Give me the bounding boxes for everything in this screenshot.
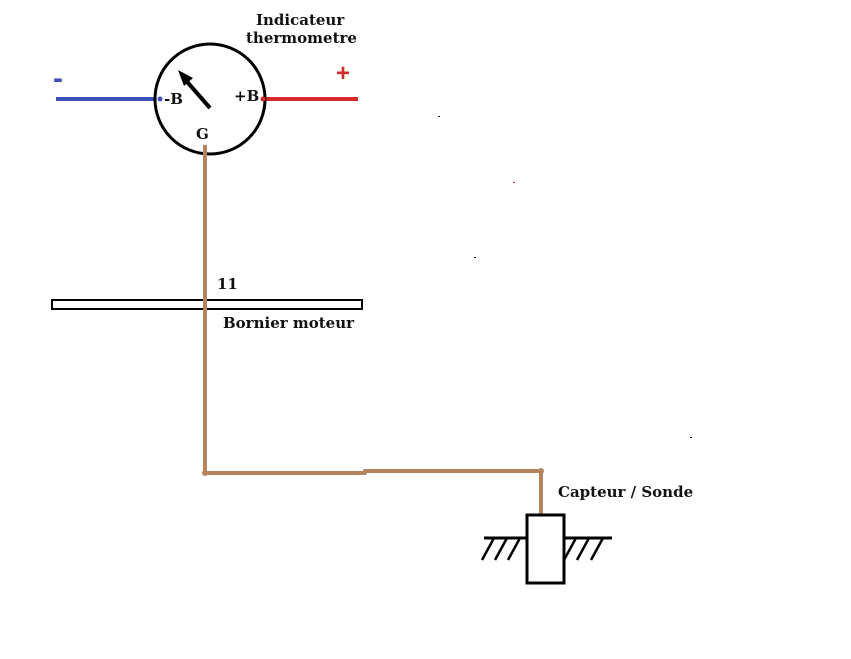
stray-specks <box>438 116 692 438</box>
temperature-gauge <box>153 42 267 156</box>
wire-junction-dot <box>538 468 544 474</box>
gauge-terminal-neg-dot <box>157 96 163 102</box>
terminal-ground-label: G <box>196 125 209 143</box>
negative-sign: - <box>53 62 63 95</box>
gauge-terminal-pos-dot <box>260 96 266 102</box>
temperature-sensor <box>480 513 612 585</box>
sensor-body <box>525 513 566 585</box>
wire-junction-dot <box>202 470 208 476</box>
gauge-title-line2: thermometre <box>246 29 357 47</box>
terminal-neg-label: -B <box>164 90 183 108</box>
terminal-pos-label: +B <box>234 87 259 105</box>
terminal-pin-label: 11 <box>217 275 238 293</box>
terminal-block-label: Bornier moteur <box>223 314 355 332</box>
sensor-label: Capteur / Sonde <box>558 483 693 501</box>
signal-wire <box>203 145 543 515</box>
gauge-title-line1: Indicateur <box>256 11 345 29</box>
ground-hatch-icon <box>480 537 605 561</box>
positive-sign: + <box>336 60 350 87</box>
gauge-needle-icon <box>178 70 212 110</box>
